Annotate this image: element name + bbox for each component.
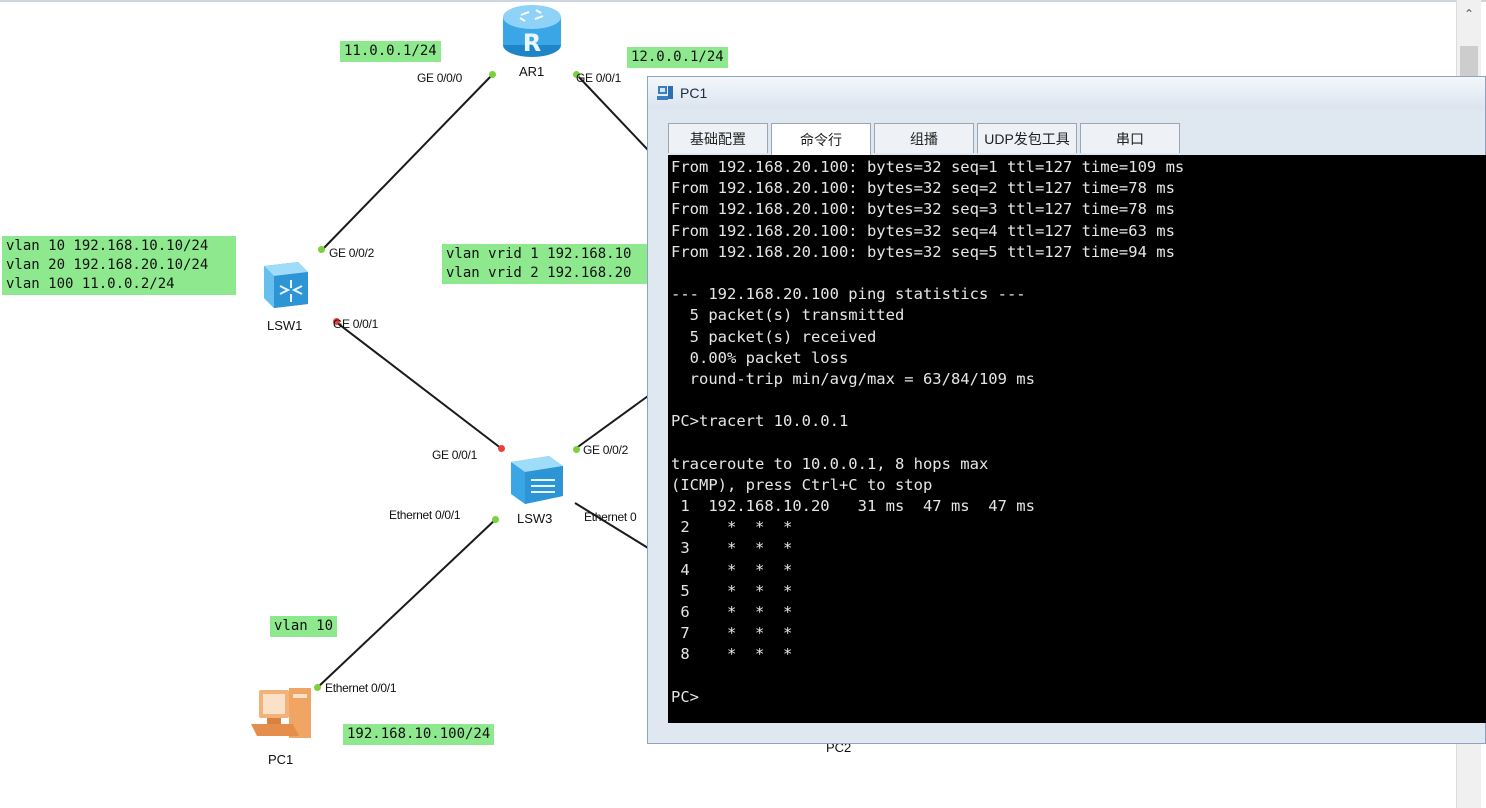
port-label: Ethernet 0/0/1	[325, 681, 397, 695]
terminal-line: PC>tracert 10.0.0.1	[671, 412, 849, 431]
chevron-up-icon[interactable]: ⌃	[1463, 7, 1475, 21]
link-lsw1-lsw3	[335, 321, 503, 450]
terminal-line: 2 * * *	[671, 518, 793, 537]
window-title: PC1	[680, 85, 708, 101]
device-label-lsw1: LSW1	[267, 318, 303, 333]
note-lsw1-config[interactable]: vlan 10 192.168.10.10/24 vlan 20 192.168…	[2, 236, 236, 295]
tab-serial[interactable]: 串口	[1080, 123, 1180, 153]
terminal-line: PC>	[671, 687, 699, 706]
link-ar1-lsw1	[321, 73, 494, 251]
pc1-window[interactable]: PC1 基础配置 命令行 组播 UDP发包工具 串口 From 192.168.…	[647, 76, 1486, 744]
link-lsw3-right	[574, 395, 649, 450]
port-status-dot	[489, 71, 496, 78]
link-lsw3-pc2	[574, 502, 649, 549]
port-label: Ethernet 0	[584, 510, 637, 524]
terminal-line: From 192.168.20.100: bytes=32 seq=4 ttl=…	[671, 221, 1175, 240]
port-status-dot	[573, 71, 580, 78]
switch-icon[interactable]	[507, 450, 567, 508]
terminal-line: traceroute to 10.0.0.1, 8 hops max	[671, 454, 989, 473]
scrollbar-thumb[interactable]	[1460, 46, 1478, 76]
terminal-line	[671, 666, 1486, 687]
window-titlebar[interactable]: PC1	[648, 77, 1485, 109]
terminal-line: 5 packet(s) transmitted	[671, 306, 905, 325]
port-status-dot	[498, 445, 505, 452]
device-label-ar1: AR1	[519, 64, 545, 79]
note-ar1-right-ip[interactable]: 12.0.0.1/24	[627, 47, 728, 68]
terminal-line: 0.00% packet loss	[671, 348, 849, 367]
terminal-line: --- 192.168.20.100 ping statistics ---	[671, 285, 1026, 304]
terminal-line: 5 packet(s) received	[671, 327, 877, 346]
port-status-dot	[333, 318, 340, 325]
terminal-line: 8 * * *	[671, 645, 793, 664]
terminal-line: 4 * * *	[671, 560, 793, 579]
tab-udp-tool[interactable]: UDP发包工具	[977, 123, 1077, 153]
terminal-line: From 192.168.20.100: bytes=32 seq=5 ttl=…	[671, 242, 1175, 261]
terminal-line	[671, 263, 1486, 284]
terminal-line: From 192.168.20.100: bytes=32 seq=2 ttl=…	[671, 179, 1175, 198]
port-status-dot	[573, 446, 580, 453]
terminal-line: From 192.168.20.100: bytes=32 seq=3 ttl=…	[671, 200, 1175, 219]
link-lsw3-pc1	[317, 518, 497, 688]
tab-command-line[interactable]: 命令行	[771, 123, 871, 155]
port-status-dot	[492, 516, 499, 523]
port-status-dot	[314, 684, 321, 691]
terminal-line: 6 * * *	[671, 602, 793, 621]
port-status-dot	[318, 246, 325, 253]
terminal-line: round-trip min/avg/max = 63/84/109 ms	[671, 369, 1035, 388]
router-icon[interactable]: R	[501, 3, 563, 59]
note-pc1-ip[interactable]: 192.168.10.100/24	[343, 724, 495, 745]
canvas-top-border	[0, 0, 1486, 2]
device-label-pc1: PC1	[268, 752, 294, 767]
terminal-line	[671, 390, 1486, 411]
port-label: GE 0/0/1	[576, 71, 621, 85]
note-ar1-left-ip[interactable]: 11.0.0.1/24	[340, 41, 441, 62]
terminal-line: (ICMP), press Ctrl+C to stop	[671, 475, 933, 494]
terminal-line	[671, 432, 1486, 453]
terminal-line: From 192.168.20.100: bytes=32 seq=1 ttl=…	[671, 158, 1185, 176]
window-tabs: 基础配置 命令行 组播 UDP发包工具 串口	[668, 123, 1183, 155]
link-ar1-right	[575, 73, 649, 151]
port-label: GE 0/0/1	[432, 448, 477, 462]
tab-basic-config[interactable]: 基础配置	[668, 123, 768, 153]
note-pc1-vlan[interactable]: vlan 10	[270, 616, 338, 637]
terminal-line: 1 192.168.10.20 31 ms 47 ms 47 ms	[671, 497, 1035, 515]
port-label: GE 0/0/2	[329, 246, 374, 260]
pc-icon[interactable]	[249, 684, 319, 750]
terminal-line: 7 * * *	[671, 624, 793, 643]
command-terminal[interactable]: From 192.168.20.100: bytes=32 seq=1 ttl=…	[668, 155, 1486, 723]
terminal-line: 5 * * *	[671, 581, 793, 600]
port-label: GE 0/0/2	[583, 443, 628, 457]
switch-icon[interactable]	[258, 256, 314, 312]
tab-multicast[interactable]: 组播	[874, 123, 974, 153]
port-label: Ethernet 0/0/1	[389, 508, 461, 522]
device-label-lsw3: LSW3	[517, 511, 553, 526]
svg-text:R: R	[523, 29, 541, 57]
port-label: GE 0/0/0	[417, 71, 462, 85]
note-vrrp[interactable]: vlan vrid 1 192.168.10 vlan vrid 2 192.1…	[442, 244, 650, 284]
terminal-line: 3 * * *	[671, 539, 793, 558]
pc-window-icon	[657, 86, 673, 100]
port-label: GE 0/0/1	[333, 317, 378, 331]
